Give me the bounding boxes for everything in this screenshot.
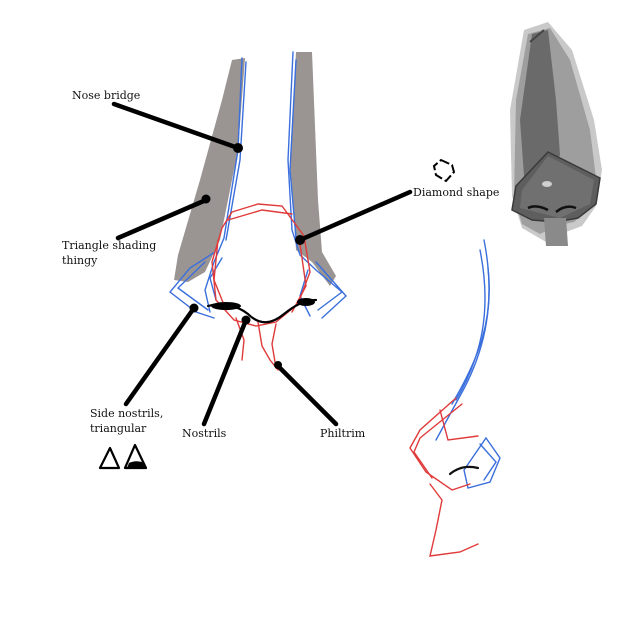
side-nostrils-label: Side nostrils, triangular bbox=[90, 407, 164, 435]
diamond-shape-icon bbox=[432, 158, 456, 183]
side-profile-sketch bbox=[409, 239, 501, 557]
front-red-sketch bbox=[211, 203, 311, 371]
diamond-shape-pointer bbox=[297, 189, 413, 243]
nose-bridge-label: Nose bridge bbox=[72, 89, 141, 102]
nostrils-pointer bbox=[201, 317, 249, 427]
diamond-shape-label: Diamond shape bbox=[413, 186, 500, 199]
triangle-nostril-fill bbox=[127, 461, 145, 468]
right-nostril-mark bbox=[297, 298, 315, 306]
nostrils-label: Nostrils bbox=[182, 427, 227, 440]
side-nostrils-pointer bbox=[123, 305, 197, 407]
shaded-nose-3d bbox=[510, 22, 602, 246]
pointer-lines bbox=[111, 101, 413, 427]
triangle-shading-label: Triangle shading thingy bbox=[62, 239, 157, 267]
front-blue-sketch bbox=[168, 51, 347, 319]
philtrim-pointer bbox=[275, 363, 339, 427]
triangle-shading-pointer bbox=[115, 197, 209, 241]
nose-bridge-pointer bbox=[111, 101, 241, 151]
nose-side-shading-shape bbox=[290, 52, 336, 286]
pointer-dots bbox=[189, 143, 305, 369]
triangle-shading-shape bbox=[174, 58, 245, 282]
left-nostril-mark bbox=[211, 302, 241, 310]
philtrim-label: Philtrim bbox=[320, 427, 366, 440]
